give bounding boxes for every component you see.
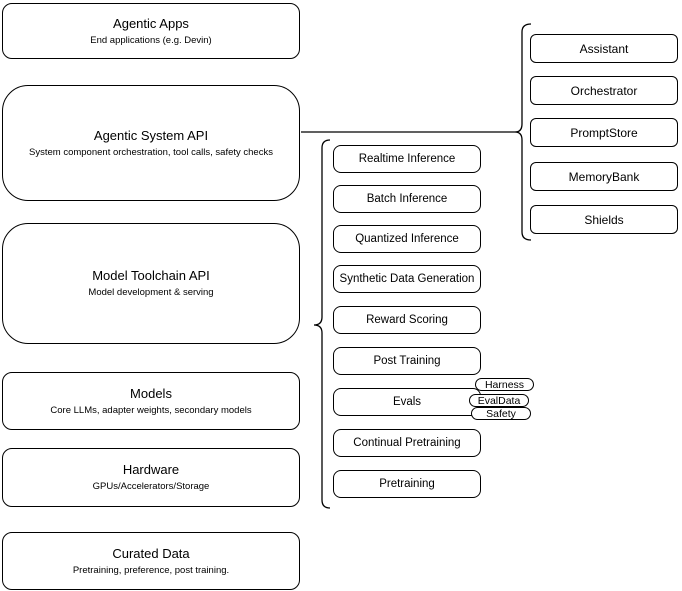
component-box-orchestrator: Orchestrator — [530, 76, 678, 105]
box-agentic-apps: Agentic Apps End applications (e.g. Devi… — [2, 3, 300, 59]
eval-tag-label: Harness — [484, 378, 525, 391]
box-title: Agentic System API — [93, 127, 209, 143]
box-title: Curated Data — [112, 545, 190, 561]
component-label: Assistant — [579, 41, 629, 56]
toolchain-label: Reward Scoring — [366, 313, 448, 326]
toolchain-label: Quantized Inference — [355, 232, 459, 245]
box-subtitle: End applications (e.g. Devin) — [90, 34, 212, 46]
toolchain-box-batch-inference: Batch Inference — [333, 185, 481, 213]
toolchain-box-continual-pretraining: Continual Pretraining — [333, 429, 481, 457]
toolchain-label: Post Training — [373, 354, 441, 367]
toolchain-box-post-training: Post Training — [333, 347, 481, 375]
component-box-memorybank: MemoryBank — [530, 162, 678, 191]
component-label: Orchestrator — [570, 83, 638, 98]
component-box-assistant: Assistant — [530, 34, 678, 63]
box-subtitle: Pretraining, preference, post training. — [72, 564, 230, 576]
box-agentic-system-api: Agentic System API System component orch… — [2, 85, 300, 201]
box-models: Models Core LLMs, adapter weights, secon… — [2, 372, 300, 430]
component-box-shields: Shields — [530, 205, 678, 234]
box-title: Model Toolchain API — [92, 268, 210, 283]
eval-tag-evaldata: EvalData — [469, 394, 529, 407]
box-curated-data: Curated Data Pretraining, preference, po… — [2, 532, 300, 590]
box-title: Models — [130, 385, 172, 401]
toolchain-label: Pretraining — [379, 477, 435, 490]
toolchain-brace — [313, 139, 331, 509]
eval-tag-harness: Harness — [475, 378, 534, 391]
component-box-promptstore: PromptStore — [530, 118, 678, 147]
toolchain-box-realtime-inference: Realtime Inference — [333, 145, 481, 173]
box-hardware: Hardware GPUs/Accelerators/Storage — [2, 448, 300, 507]
component-label: MemoryBank — [568, 169, 640, 184]
toolchain-box-quantized-inference: Quantized Inference — [333, 225, 481, 253]
toolchain-box-synthetic-data-generation: Synthetic Data Generation — [333, 265, 481, 293]
component-label: Shields — [584, 212, 624, 227]
box-subtitle: System component orchestration, tool cal… — [29, 146, 273, 158]
toolchain-box-pretraining: Pretraining — [333, 470, 481, 498]
eval-tag-label: EvalData — [477, 394, 521, 407]
box-model-toolchain-api: Model Toolchain API Model development & … — [2, 223, 300, 344]
box-subtitle: GPUs/Accelerators/Storage — [92, 481, 210, 492]
box-title: Agentic Apps — [113, 15, 189, 31]
eval-tag-safety: Safety — [471, 407, 531, 420]
toolchain-box-evals: Evals — [333, 388, 481, 416]
eval-tag-label: Safety — [486, 407, 516, 420]
component-label: PromptStore — [570, 125, 638, 140]
toolchain-label: Evals — [392, 395, 422, 408]
toolchain-label: Synthetic Data Generation — [339, 272, 475, 285]
toolchain-box-reward-scoring: Reward Scoring — [333, 306, 481, 334]
components-brace — [514, 23, 532, 241]
toolchain-label: Batch Inference — [366, 192, 448, 205]
box-subtitle: Core LLMs, adapter weights, secondary mo… — [50, 404, 252, 416]
toolchain-label: Continual Pretraining — [353, 436, 461, 449]
box-subtitle: Model development & serving — [88, 287, 214, 298]
toolchain-label: Realtime Inference — [358, 152, 456, 165]
box-title: Hardware — [122, 462, 180, 477]
